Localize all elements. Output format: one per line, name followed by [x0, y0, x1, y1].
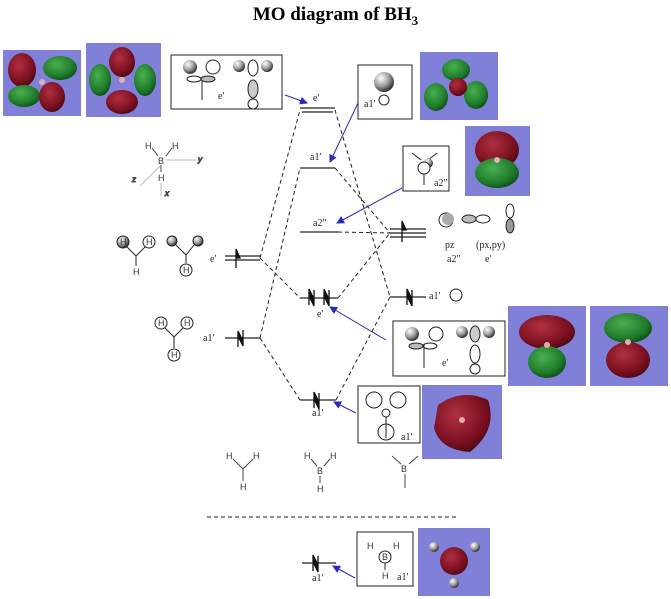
- arrow-a1-bond: [333, 401, 357, 414]
- box-e-bond: e': [392, 320, 506, 377]
- arrow-a2: [336, 187, 403, 224]
- label-a2-sym: a2": [447, 254, 461, 265]
- svg-text:B: B: [382, 552, 388, 562]
- box-e-star-label: e': [218, 91, 224, 102]
- svg-text:H: H: [158, 318, 165, 328]
- h3-e-group-2: H: [166, 235, 204, 277]
- svg-text:H: H: [120, 237, 127, 247]
- svg-text:H: H: [330, 451, 337, 461]
- box-a1-bond-label: a1': [401, 432, 412, 443]
- svg-text:H: H: [146, 237, 153, 247]
- label-left-a1: a1': [203, 333, 214, 344]
- ao-py-icon: [505, 203, 515, 234]
- svg-text:B: B: [158, 156, 164, 166]
- label-e-star: e': [313, 93, 319, 104]
- svg-text:H: H: [172, 141, 179, 151]
- render-e-star-1: [3, 50, 81, 116]
- box-e-bond-label: e': [442, 358, 448, 369]
- render-a2: [465, 126, 530, 196]
- svg-text:z: z: [131, 175, 136, 184]
- arrow-e-star: [284, 94, 308, 105]
- svg-text:B: B: [401, 464, 407, 474]
- fragment-b: B: [391, 455, 419, 488]
- h3-e-group-1: H H H: [116, 235, 156, 277]
- svg-text:H: H: [317, 484, 324, 494]
- electrons: [235, 220, 413, 573]
- svg-text:H: H: [304, 451, 311, 461]
- svg-text:H: H: [145, 141, 152, 151]
- label-a2: a2": [313, 218, 327, 229]
- fragment-bh3: H H B H: [304, 451, 337, 494]
- label-a1-star: a1': [310, 152, 321, 163]
- correlation-lines: [207, 109, 458, 518]
- svg-text:H: H: [133, 267, 140, 277]
- label-a1-bond: a1': [312, 408, 323, 419]
- render-e-bond-1: [508, 306, 586, 386]
- energy-levels: [225, 107, 426, 564]
- svg-text:H: H: [382, 571, 389, 581]
- label-left-e: e': [210, 254, 216, 265]
- svg-text:H: H: [183, 265, 190, 275]
- label-right-s: a1': [429, 291, 440, 302]
- pointer-arrows: [284, 94, 403, 579]
- svg-text:H: H: [226, 451, 233, 461]
- svg-text:H: H: [253, 451, 260, 461]
- label-e-sym: e': [485, 254, 491, 265]
- fragment-h3: H H H: [226, 451, 260, 492]
- ao-s-icon: [449, 288, 463, 302]
- box-e-star: e': [170, 54, 283, 110]
- svg-text:H: H: [240, 482, 247, 492]
- svg-text:H: H: [158, 173, 165, 183]
- box-a1-bond: a1': [357, 385, 421, 444]
- svg-text:y: y: [197, 155, 203, 164]
- ao-pz-icon: [438, 212, 454, 228]
- box-a1-star-label: a1': [364, 99, 375, 110]
- box-a2: a2": [402, 145, 450, 192]
- label-e-bond: e': [317, 309, 323, 320]
- svg-text:x: x: [164, 189, 170, 198]
- render-e-bond-2: [590, 306, 668, 386]
- box-core-label: a1': [397, 572, 408, 583]
- render-core: [418, 528, 490, 596]
- diagram-title: MO diagram of BH3: [252, 4, 419, 28]
- render-e-star-2: [86, 43, 161, 117]
- svg-text:B: B: [317, 466, 323, 476]
- label-pz: pz: [445, 240, 455, 251]
- h3-a1-group: H H H: [154, 316, 194, 362]
- arrow-e-bond: [329, 306, 387, 341]
- box-core: H H B H a1': [356, 531, 414, 587]
- render-a1-bond: [422, 385, 502, 459]
- render-a1-star: [420, 52, 498, 120]
- svg-text:H: H: [393, 541, 400, 551]
- arrow-a1-star: [329, 102, 359, 163]
- svg-text:H: H: [184, 318, 191, 328]
- box-a2-label: a2": [434, 178, 448, 189]
- svg-text:H: H: [367, 541, 374, 551]
- axis-molecule: H H B H y z x: [131, 141, 204, 199]
- arrow-core: [332, 565, 356, 579]
- svg-text:H: H: [171, 350, 178, 360]
- label-pxpy: (px,py): [476, 240, 505, 251]
- label-core: a1': [312, 573, 323, 584]
- box-a1-star: a1': [357, 64, 413, 120]
- ao-px-icon: [461, 214, 491, 224]
